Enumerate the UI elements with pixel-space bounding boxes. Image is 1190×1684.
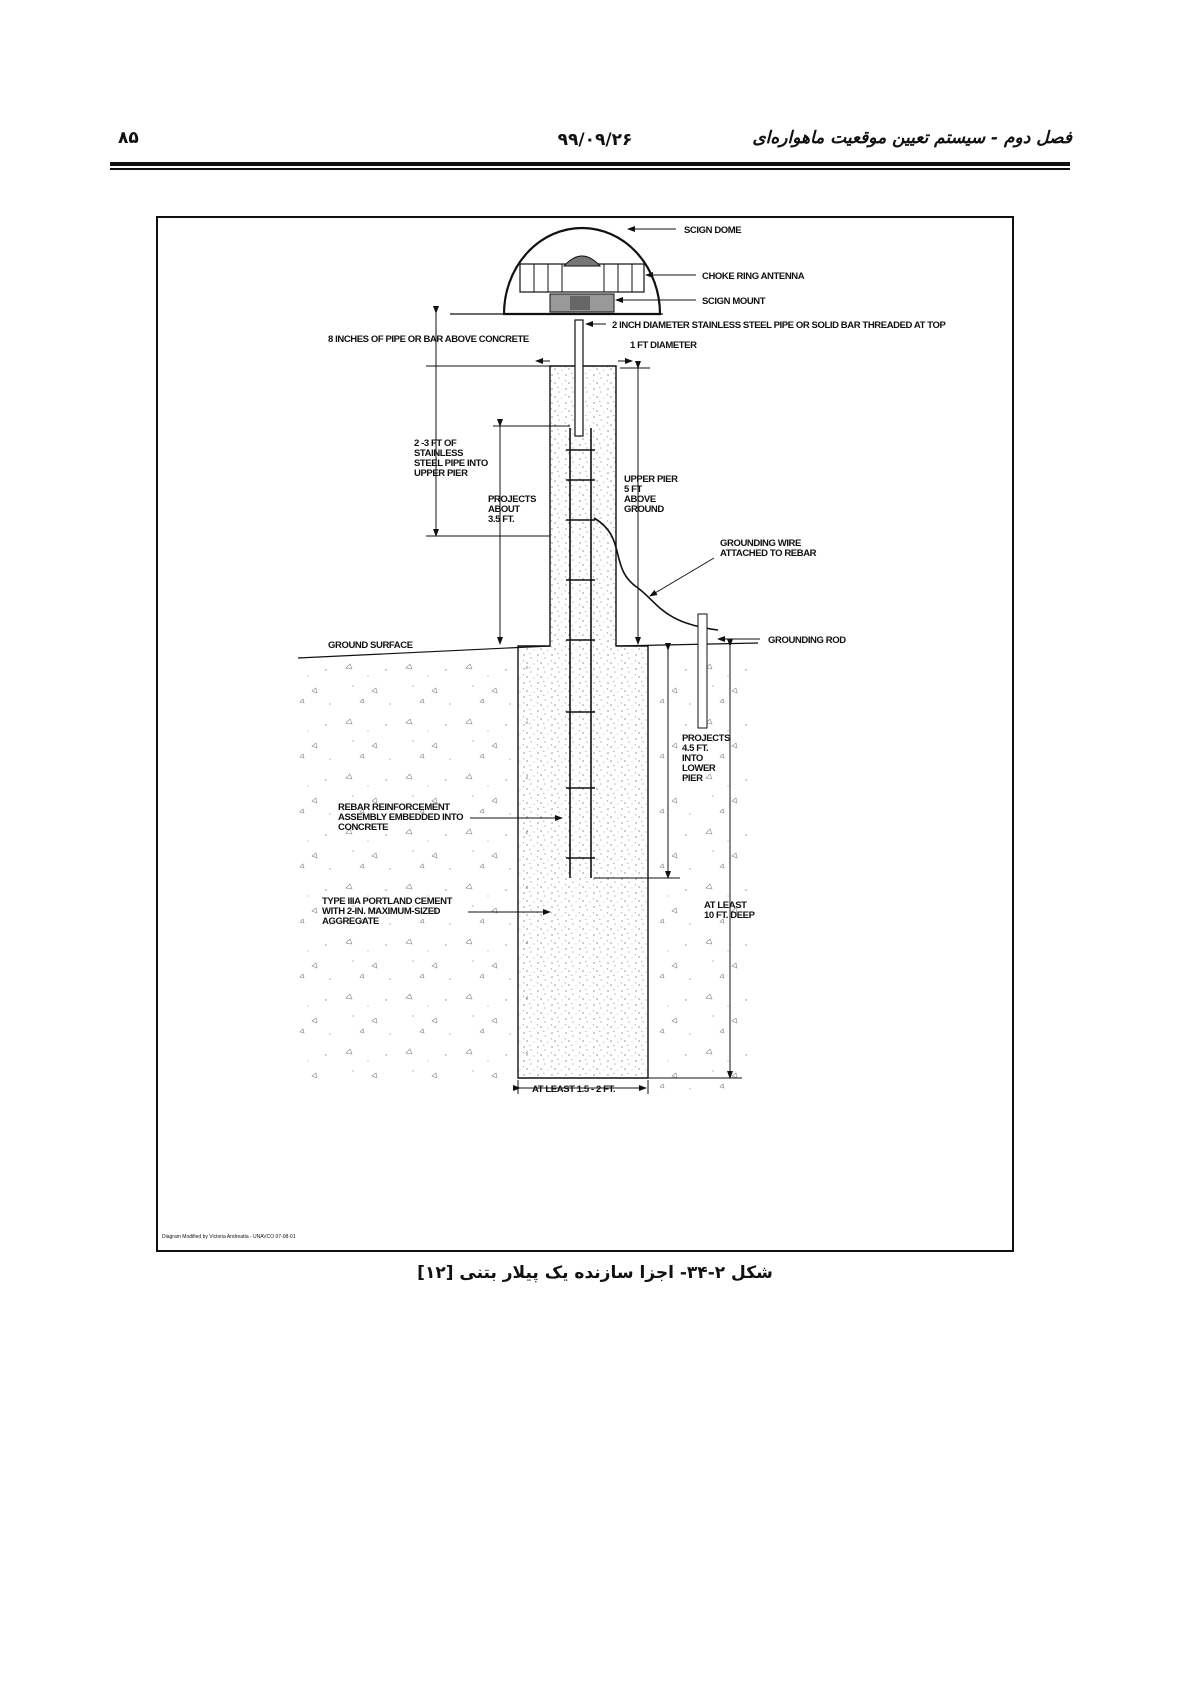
label-depth-2: 10 FT. DEEP <box>704 910 756 921</box>
label-projects-1: PROJECTS <box>488 494 536 505</box>
label-depth-1: AT LEAST <box>704 900 747 911</box>
label-upper-4: GROUND <box>624 504 664 515</box>
label-dome: SCIGN DOME <box>684 225 741 236</box>
label-lower-4: LOWER <box>682 763 716 774</box>
label-projects-2: ABOUT <box>488 504 520 515</box>
page-number: ۸۵ <box>118 128 139 148</box>
label-projects-3: 3.5 FT. <box>488 514 514 525</box>
figure-caption: شکل ۲-۳۴- اجزا سازنده یک پیلار بتنی [۱۲] <box>417 1263 773 1283</box>
label-cement-2: WITH 2-IN. MAXIMUM-SIZED <box>322 906 441 917</box>
grounding-rod <box>697 613 708 729</box>
label-wire-2: ATTACHED TO REBAR <box>720 548 817 559</box>
diagram-credit: Diagram Modified by Victoria Andreatta -… <box>162 1234 296 1240</box>
label-rod: GROUNDING ROD <box>768 635 846 646</box>
header-rule-thin <box>110 168 1070 170</box>
label-pipe: 2 INCH DIAMETER STAINLESS STEEL PIPE OR … <box>612 320 947 331</box>
label-above-concrete: 8 INCHES OF PIPE OR BAR ABOVE CONCRETE <box>328 334 529 345</box>
label-rebar-1: REBAR REINFORCEMENT <box>338 802 450 813</box>
ground-line-left <box>297 645 551 659</box>
label-stainless-3: STEEL PIPE INTO <box>414 458 488 469</box>
label-rebar-3: CONCRETE <box>338 822 388 833</box>
label-antenna: CHOKE RING ANTENNA <box>702 271 805 282</box>
label-upper-3: ABOVE <box>624 494 656 505</box>
label-upper-1: UPPER PIER <box>624 474 678 485</box>
label-diameter: 1 FT DIAMETER <box>630 340 697 351</box>
label-width: AT LEAST 1.5 - 2 FT. <box>532 1084 615 1095</box>
figure-frame: SCIGN DOME CHOKE RING ANTENNA SCIGN MOUN… <box>156 216 1014 1252</box>
steel-pipe <box>574 319 584 437</box>
label-wire-1: GROUNDING WIRE <box>720 538 801 549</box>
concrete-pier <box>517 365 649 1079</box>
label-rebar-2: ASSEMBLY EMBEDDED INTO <box>338 812 463 823</box>
header-date: ۹۹/۰۹/۲۶ <box>557 130 633 150</box>
label-cement-1: TYPE IIIA PORTLAND CEMENT <box>322 896 453 907</box>
label-stainless-2: STAINLESS <box>414 448 463 459</box>
label-lower-1: PROJECTS <box>682 733 730 744</box>
header-rule-thick <box>110 162 1070 166</box>
label-stainless-1: 2 -3 FT OF <box>414 438 457 449</box>
label-upper-2: 5 FT <box>624 484 643 495</box>
label-mount: SCIGN MOUNT <box>702 296 766 307</box>
label-lower-5: PIER <box>682 773 703 784</box>
label-ground: GROUND SURFACE <box>328 640 413 651</box>
pillar-diagram: SCIGN DOME CHOKE RING ANTENNA SCIGN MOUN… <box>162 225 947 1240</box>
label-lower-3: INTO <box>682 753 703 764</box>
scign-dome <box>502 226 662 316</box>
label-stainless-4: UPPER PIER <box>414 468 468 479</box>
chapter-title: فصل دوم - سیستم تعیین موقعیت ماهواره‌ای <box>752 128 1072 148</box>
label-cement-3: AGGREGATE <box>322 916 379 927</box>
label-lower-2: 4.5 FT. <box>682 743 708 754</box>
rebar-cage <box>566 428 595 878</box>
